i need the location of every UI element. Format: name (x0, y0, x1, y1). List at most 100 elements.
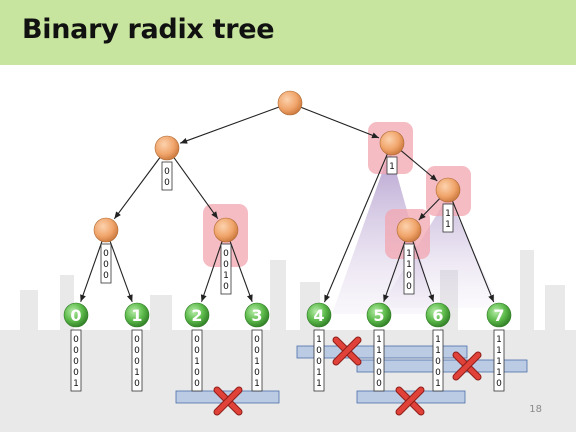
leaf-key-label-box (191, 329, 203, 392)
tree-edge (300, 106, 380, 139)
internal-node (93, 217, 119, 243)
leaf-key-label-bit: 0 (194, 368, 200, 378)
internal-prefix-label-bit: 0 (223, 260, 229, 270)
leaf-label: 7 (493, 306, 504, 325)
tree-edges (80, 106, 495, 303)
leaf-key-label-box (373, 329, 385, 392)
internal-prefix-label-bit: 0 (103, 271, 109, 281)
internal-prefix-label-bit: 0 (164, 167, 170, 177)
leaf-key-label-bit: 1 (316, 368, 322, 378)
leaf-key-label-bit: 1 (496, 357, 502, 367)
leaf-label: 2 (191, 306, 202, 325)
internal-node (396, 217, 422, 243)
leaf-key-label-bit: 0 (316, 357, 322, 367)
internal-prefix-label-bit: 0 (103, 260, 109, 270)
leaf-key-label-bit: 1 (435, 346, 441, 356)
leaf-key-label-bit: 0 (73, 357, 79, 367)
leaf-node (184, 302, 210, 328)
tree-edge (418, 198, 441, 221)
tree-edge (113, 157, 161, 220)
leaf-label: 1 (131, 306, 142, 325)
slide-title: Binary radix tree (22, 14, 275, 45)
internal-prefix-label-box (161, 161, 173, 191)
leaf-key-label-bit: 1 (376, 346, 382, 356)
internal-prefix-label-bit: 1 (406, 249, 412, 259)
leaf-key-label-bit: 0 (134, 379, 140, 389)
leaf-key-label-bit: 1 (316, 379, 322, 389)
leaf-key-label-bit: 1 (316, 335, 322, 345)
leaf-key-label-box (251, 329, 263, 392)
internal-prefix-label-box (220, 243, 232, 295)
tree-edge (179, 106, 279, 144)
internal-prefix-label-bit: 1 (223, 271, 229, 281)
leaf-node (63, 302, 89, 328)
red-cross-icon (332, 336, 362, 366)
internal-node (435, 177, 461, 203)
leaf-node (366, 302, 392, 328)
leaf-key-label-box (432, 329, 444, 392)
leaf-label: 5 (373, 306, 384, 325)
red-cross-icon (395, 386, 425, 416)
leaf-node (124, 302, 150, 328)
leaf-key-label-box (131, 329, 143, 392)
leaf-key-label-bit: 0 (376, 357, 382, 367)
leaf-key-label-bit: 1 (73, 379, 79, 389)
tree-edge (452, 200, 495, 303)
tree-edge (109, 241, 133, 303)
red-cross-icon (452, 351, 482, 381)
leaf-key-label-bit: 1 (496, 335, 502, 345)
leaf-key-label-bit: 1 (496, 368, 502, 378)
leaf-key-label-bit: 1 (435, 379, 441, 389)
leaf-key-label-bit: 0 (73, 368, 79, 378)
internal-prefix-label-box (386, 156, 398, 175)
leaf-key-label-bit: 0 (376, 368, 382, 378)
red-cross-icon (213, 386, 243, 416)
internal-prefix-label-bit: 0 (223, 282, 229, 292)
internal-prefix-label-bit: 0 (406, 271, 412, 281)
leaf-node (425, 302, 451, 328)
leaf-key-label-bit: 1 (376, 335, 382, 345)
title-bar: Binary radix tree (0, 0, 576, 65)
tree-edge (200, 241, 223, 302)
tree-edge (400, 150, 438, 182)
leaf-label: 0 (70, 306, 81, 325)
leaf-key-label-box (70, 329, 82, 392)
leaf-key-label-bit: 1 (435, 335, 441, 345)
leaf-key-label-bit: 0 (435, 368, 441, 378)
leaf-node (244, 302, 270, 328)
internal-prefix-label-box (403, 243, 415, 295)
red-crosses (213, 336, 482, 416)
leaf-key-label-box (313, 329, 325, 392)
leaf-key-label-bit: 0 (194, 335, 200, 345)
internal-prefix-label-bit: 0 (103, 249, 109, 259)
leaf-key-label-bit: 0 (194, 346, 200, 356)
page-number: 18 (529, 404, 542, 415)
leaf-key-label-bit: 0 (73, 346, 79, 356)
internal-prefix-label-box (100, 243, 112, 284)
leaf-key-label-bit: 1 (254, 357, 260, 367)
leaf-node (486, 302, 512, 328)
leaf-label: 6 (432, 306, 443, 325)
internal-prefix-label-bit: 1 (389, 162, 395, 172)
leaf-key-label-bit: 1 (496, 346, 502, 356)
tree-edge (412, 241, 435, 302)
leaf-key-label-bit: 0 (134, 357, 140, 367)
leaf-key-label-bit: 0 (435, 357, 441, 367)
leaf-key-label-box (493, 329, 505, 392)
internal-node (154, 135, 180, 161)
leaf-label: 3 (251, 306, 262, 325)
internal-node (213, 217, 239, 243)
leaf-key-label-bit: 0 (134, 335, 140, 345)
internal-prefix-label-bit: 1 (445, 209, 451, 219)
tree-edge (323, 153, 388, 303)
leaf-key-label-bit: 1 (254, 379, 260, 389)
leaf-key-label-bit: 0 (496, 379, 502, 389)
internal-node (379, 130, 405, 156)
leaf-key-label-bit: 0 (376, 379, 382, 389)
internal-prefix-label-bit: 0 (406, 282, 412, 292)
leaf-key-label-bit: 1 (194, 357, 200, 367)
leaf-key-label-bit: 0 (254, 335, 260, 345)
tree-edge (229, 241, 253, 303)
